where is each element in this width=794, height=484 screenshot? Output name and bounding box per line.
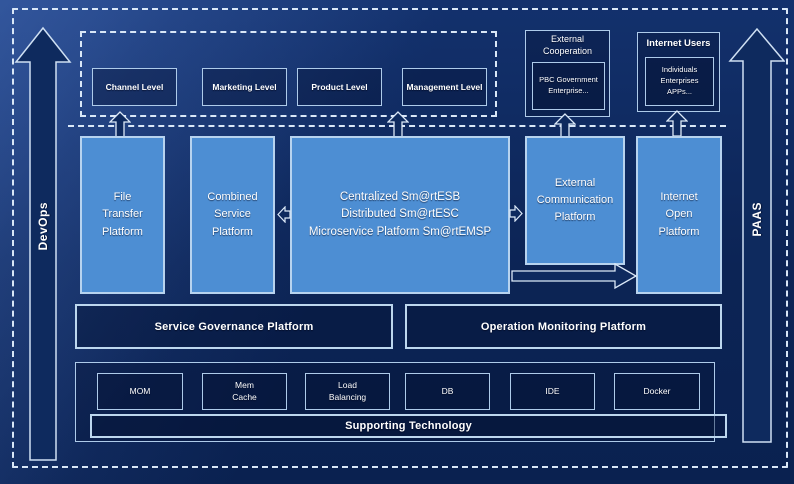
file-transfer-platform-box: File Transfer Platform — [80, 136, 165, 294]
tech-label: Mem Cache — [232, 380, 257, 402]
supporting-technology-container — [75, 362, 715, 442]
external-cooperation-inner-box: PBC Government Enterprise... — [532, 62, 605, 110]
devops-up-arrow-icon — [14, 26, 72, 461]
up-arrow-icon — [109, 111, 131, 138]
tech-label: DB — [441, 385, 454, 396]
external-communication-platform-box: External Communication Platform — [525, 136, 625, 265]
operation-monitoring-platform-box: Operation Monitoring Platform — [405, 304, 722, 349]
levels-group — [80, 31, 497, 117]
supporting-technology-label: Supporting Technology — [345, 420, 472, 432]
level-label: Channel Level — [105, 82, 164, 92]
esb-platform-box: Centralized Sm@rtESB Distributed Sm@rtES… — [290, 136, 510, 294]
tech-box-mom: MOM — [97, 373, 183, 410]
combined-service-platform-box: Combined Service Platform — [190, 136, 275, 294]
tech-label: MOM — [129, 385, 151, 396]
external-cooperation-box: External Cooperation PBC Government Ente… — [525, 30, 610, 117]
internet-users-box: Internet Users Individuals Enterprises A… — [637, 32, 720, 112]
tech-box-db: DB — [405, 373, 490, 410]
tech-label: Docker — [643, 385, 671, 396]
level-box-management: Management Level — [402, 68, 487, 106]
level-box-marketing: Marketing Level — [202, 68, 287, 106]
internet-users-body: Individuals Enterprises APPs... — [660, 65, 699, 96]
level-box-channel: Channel Level — [92, 68, 177, 106]
level-box-product: Product Level — [297, 68, 382, 106]
tech-box-docker: Docker — [614, 373, 700, 410]
internet-users-inner-box: Individuals Enterprises APPs... — [645, 57, 714, 106]
left-arrow-icon — [277, 206, 291, 223]
devops-label: DevOps — [36, 201, 50, 251]
up-arrow-icon — [666, 110, 688, 137]
paas-up-arrow-icon — [728, 27, 785, 443]
service-governance-platform-box: Service Governance Platform — [75, 304, 393, 349]
platform-label: Internet Open Platform — [658, 191, 700, 238]
governance-label: Operation Monitoring Platform — [480, 320, 647, 333]
platform-label: Centralized Sm@rtESB Distributed Sm@rtES… — [308, 191, 492, 238]
tech-box-load-balancing: Load Balancing — [305, 373, 390, 410]
platform-label: External Communication Platform — [536, 176, 614, 224]
outer-dashed-frame — [12, 8, 788, 468]
platform-label: Combined Service Platform — [207, 191, 258, 238]
supporting-technology-bar: Supporting Technology — [90, 414, 727, 438]
tech-box-ide: IDE — [510, 373, 595, 410]
level-label: Management Level — [406, 82, 483, 92]
tech-box-mem-cache: Mem Cache — [202, 373, 287, 410]
platform-label: File Transfer Platform — [102, 191, 143, 238]
up-arrow-icon — [387, 111, 409, 138]
right-arrow-icon — [509, 205, 523, 222]
level-label: Product Level — [311, 82, 368, 92]
governance-label: Service Governance Platform — [154, 320, 314, 333]
tech-label: IDE — [545, 385, 560, 396]
external-cooperation-title: External Cooperation — [542, 34, 593, 56]
internet-users-title: Internet Users — [646, 38, 711, 49]
tech-label: Load Balancing — [328, 380, 367, 402]
level-label: Marketing Level — [212, 82, 277, 92]
external-cooperation-body: PBC Government Enterprise... — [539, 75, 598, 95]
internet-open-platform-box: Internet Open Platform — [636, 136, 722, 294]
paas-label: PAAS — [749, 202, 764, 237]
long-right-arrow-icon — [511, 262, 638, 290]
